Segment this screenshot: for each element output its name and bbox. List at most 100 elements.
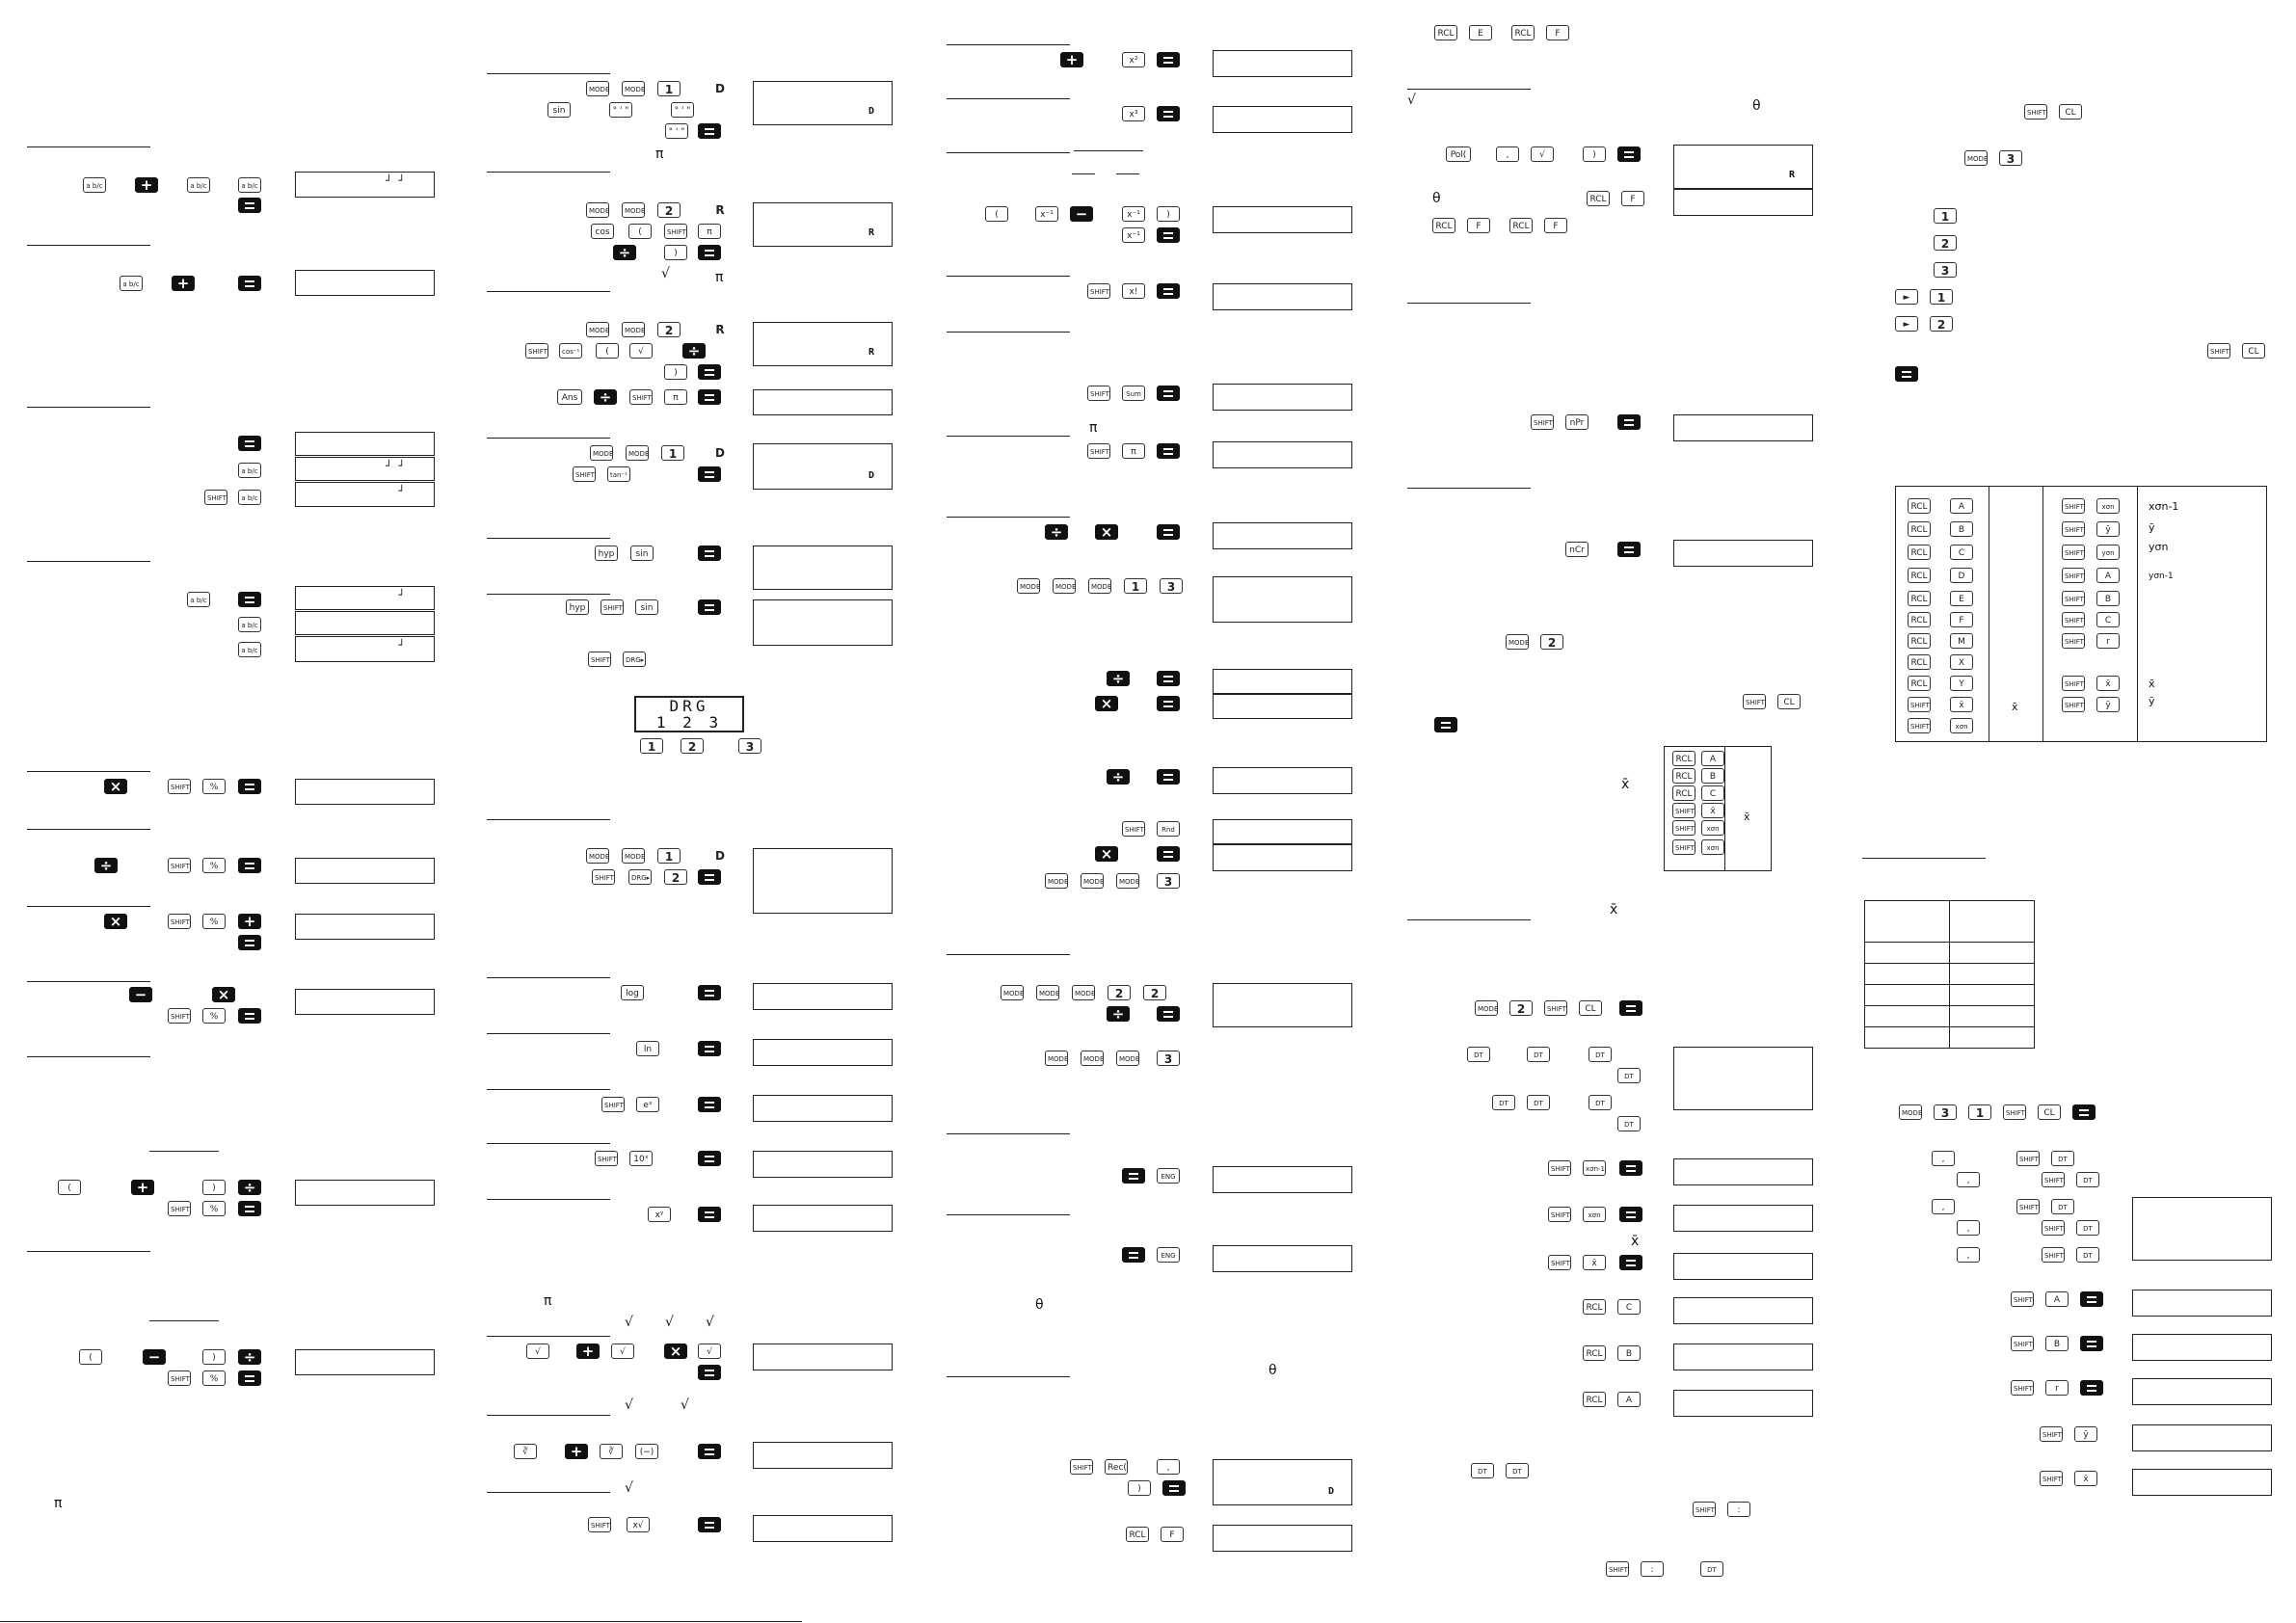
shift-key[interactable]: SHIFT <box>2040 1426 2063 1442</box>
e-key[interactable]: E <box>1469 25 1492 40</box>
sin-key[interactable]: sin <box>630 545 654 561</box>
shift-key[interactable]: SHIFT <box>2042 1220 2065 1236</box>
factorial-key[interactable]: x! <box>1122 283 1145 299</box>
rcl-key[interactable]: RCL <box>1511 25 1535 40</box>
equals-key[interactable] <box>238 592 261 607</box>
divide-key[interactable]: ÷ <box>238 1349 261 1365</box>
dt-key[interactable]: DT <box>1506 1463 1529 1478</box>
rcl-key[interactable]: RCL <box>1583 1345 1606 1361</box>
mode-key[interactable]: MODE <box>590 445 613 461</box>
rcl-key[interactable]: RCL <box>1672 785 1695 801</box>
times-key[interactable]: × <box>104 914 127 929</box>
rcl-key[interactable]: RCL <box>1434 25 1457 40</box>
stat-key[interactable]: xσn <box>2096 498 2120 514</box>
percent-key[interactable]: % <box>202 779 226 794</box>
shift-key[interactable]: SHIFT <box>2016 1151 2040 1166</box>
rcl-key[interactable]: RCL <box>1908 591 1931 606</box>
rparen-key[interactable]: ) <box>1157 206 1180 222</box>
sin-key[interactable]: sin <box>635 599 658 615</box>
abc-key[interactable]: a b/c <box>238 463 261 478</box>
cos-key[interactable]: cos <box>591 224 614 239</box>
inverse-key[interactable]: x⁻¹ <box>1122 227 1145 243</box>
one-key[interactable]: 1 <box>1934 208 1957 224</box>
rcl-key[interactable]: RCL <box>1583 1392 1606 1407</box>
equals-key[interactable] <box>698 1444 721 1459</box>
shift-key[interactable]: SHIFT <box>168 914 191 929</box>
times-key[interactable]: × <box>104 779 127 794</box>
stat-key[interactable]: yσn <box>2096 545 2120 560</box>
equals-key[interactable] <box>1157 106 1180 121</box>
log-key[interactable]: log <box>621 985 644 1000</box>
hyp-key[interactable]: hyp <box>595 545 618 561</box>
scl-key[interactable]: CL <box>1579 1000 1602 1016</box>
xy-key[interactable]: xʸ <box>648 1207 671 1222</box>
shift-key[interactable]: SHIFT <box>2062 676 2085 691</box>
mode-key[interactable]: MODE <box>586 848 609 864</box>
mem-key-xbar[interactable]: x̄ <box>1701 803 1724 818</box>
shift-key[interactable]: SHIFT <box>588 1517 611 1532</box>
rcl-key[interactable]: RCL <box>1587 191 1610 206</box>
mem-key-b[interactable]: B <box>1701 768 1724 784</box>
percent-key[interactable]: % <box>202 914 226 929</box>
stat-key[interactable]: r <box>2096 633 2120 649</box>
equals-key[interactable] <box>238 858 261 873</box>
equals-key[interactable] <box>238 276 261 291</box>
percent-key[interactable]: % <box>202 858 226 873</box>
mode-key[interactable]: MODE <box>1081 1051 1104 1066</box>
equals-key[interactable] <box>1157 386 1180 401</box>
f-key[interactable]: F <box>1161 1527 1184 1542</box>
lparen-key[interactable]: ( <box>79 1349 102 1365</box>
stat-key[interactable]: ȳ <box>2096 697 2120 712</box>
colon-key[interactable]: : <box>1727 1502 1750 1517</box>
equals-key[interactable] <box>698 1097 721 1112</box>
shift-key[interactable]: SHIFT <box>2062 612 2085 627</box>
scl-key[interactable]: CL <box>2242 343 2265 359</box>
plus-key[interactable]: + <box>1060 52 1083 67</box>
eng-key[interactable]: ENG <box>1157 1168 1180 1184</box>
shift-key[interactable]: SHIFT <box>2062 697 2085 712</box>
divide-key[interactable]: ÷ <box>682 343 706 359</box>
sin-key[interactable]: sin <box>547 102 571 118</box>
f-key[interactable]: F <box>1621 191 1644 206</box>
ybar-key[interactable]: ȳ <box>2074 1426 2097 1442</box>
dms-key[interactable]: ° ' " <box>609 102 632 118</box>
shift-key[interactable]: SHIFT <box>2016 1199 2040 1214</box>
two-key[interactable]: 2 <box>1509 1000 1533 1016</box>
rcl-key[interactable]: RCL <box>1672 751 1695 766</box>
times-key[interactable]: × <box>212 987 235 1002</box>
shift-key[interactable]: SHIFT <box>595 1151 618 1166</box>
one-key[interactable]: 1 <box>1930 289 1953 305</box>
shift-key[interactable]: SHIFT <box>2024 104 2047 120</box>
shift-key[interactable]: SHIFT <box>2011 1291 2034 1307</box>
equals-key[interactable] <box>1617 542 1641 557</box>
dt-key[interactable]: DT <box>1467 1047 1490 1062</box>
shift-key[interactable]: SHIFT <box>168 1201 191 1216</box>
stat-key[interactable]: xσn <box>1950 718 1973 733</box>
percent-key[interactable]: % <box>202 1370 226 1386</box>
abc-key[interactable]: a b/c <box>238 642 261 657</box>
two-key[interactable]: 2 <box>664 869 687 885</box>
shift-key[interactable]: SHIFT <box>601 1097 625 1112</box>
rparen-key[interactable]: ) <box>1128 1480 1151 1496</box>
plus-key[interactable]: + <box>131 1180 154 1195</box>
equals-key[interactable] <box>698 389 721 405</box>
shift-key[interactable]: SHIFT <box>2062 545 2085 560</box>
abc-key[interactable]: a b/c <box>238 177 261 193</box>
dt-key[interactable]: DT <box>1617 1116 1641 1131</box>
stat-key[interactable]: B <box>2096 591 2120 606</box>
rcl-key[interactable]: RCL <box>1908 498 1931 514</box>
cl-key[interactable]: CL <box>2059 104 2082 120</box>
xbar-key[interactable]: x̄ <box>1583 1255 1606 1270</box>
equals-key[interactable] <box>1157 524 1180 540</box>
mode-key[interactable]: MODE <box>622 81 645 96</box>
rparen-key[interactable]: ) <box>664 245 687 260</box>
colon-key[interactable]: : <box>1641 1561 1664 1577</box>
eng-key[interactable]: ENG <box>1157 1247 1180 1263</box>
pi-key[interactable]: π <box>664 389 687 405</box>
dt-key[interactable]: DT <box>2076 1247 2099 1263</box>
mem-key-xon[interactable]: xσn <box>1701 839 1724 855</box>
sqrt-key[interactable]: √ <box>698 1344 721 1359</box>
two-key[interactable]: 2 <box>1143 985 1166 1000</box>
f-key[interactable]: F <box>1546 25 1569 40</box>
mem-key-a[interactable]: A <box>1701 751 1724 766</box>
